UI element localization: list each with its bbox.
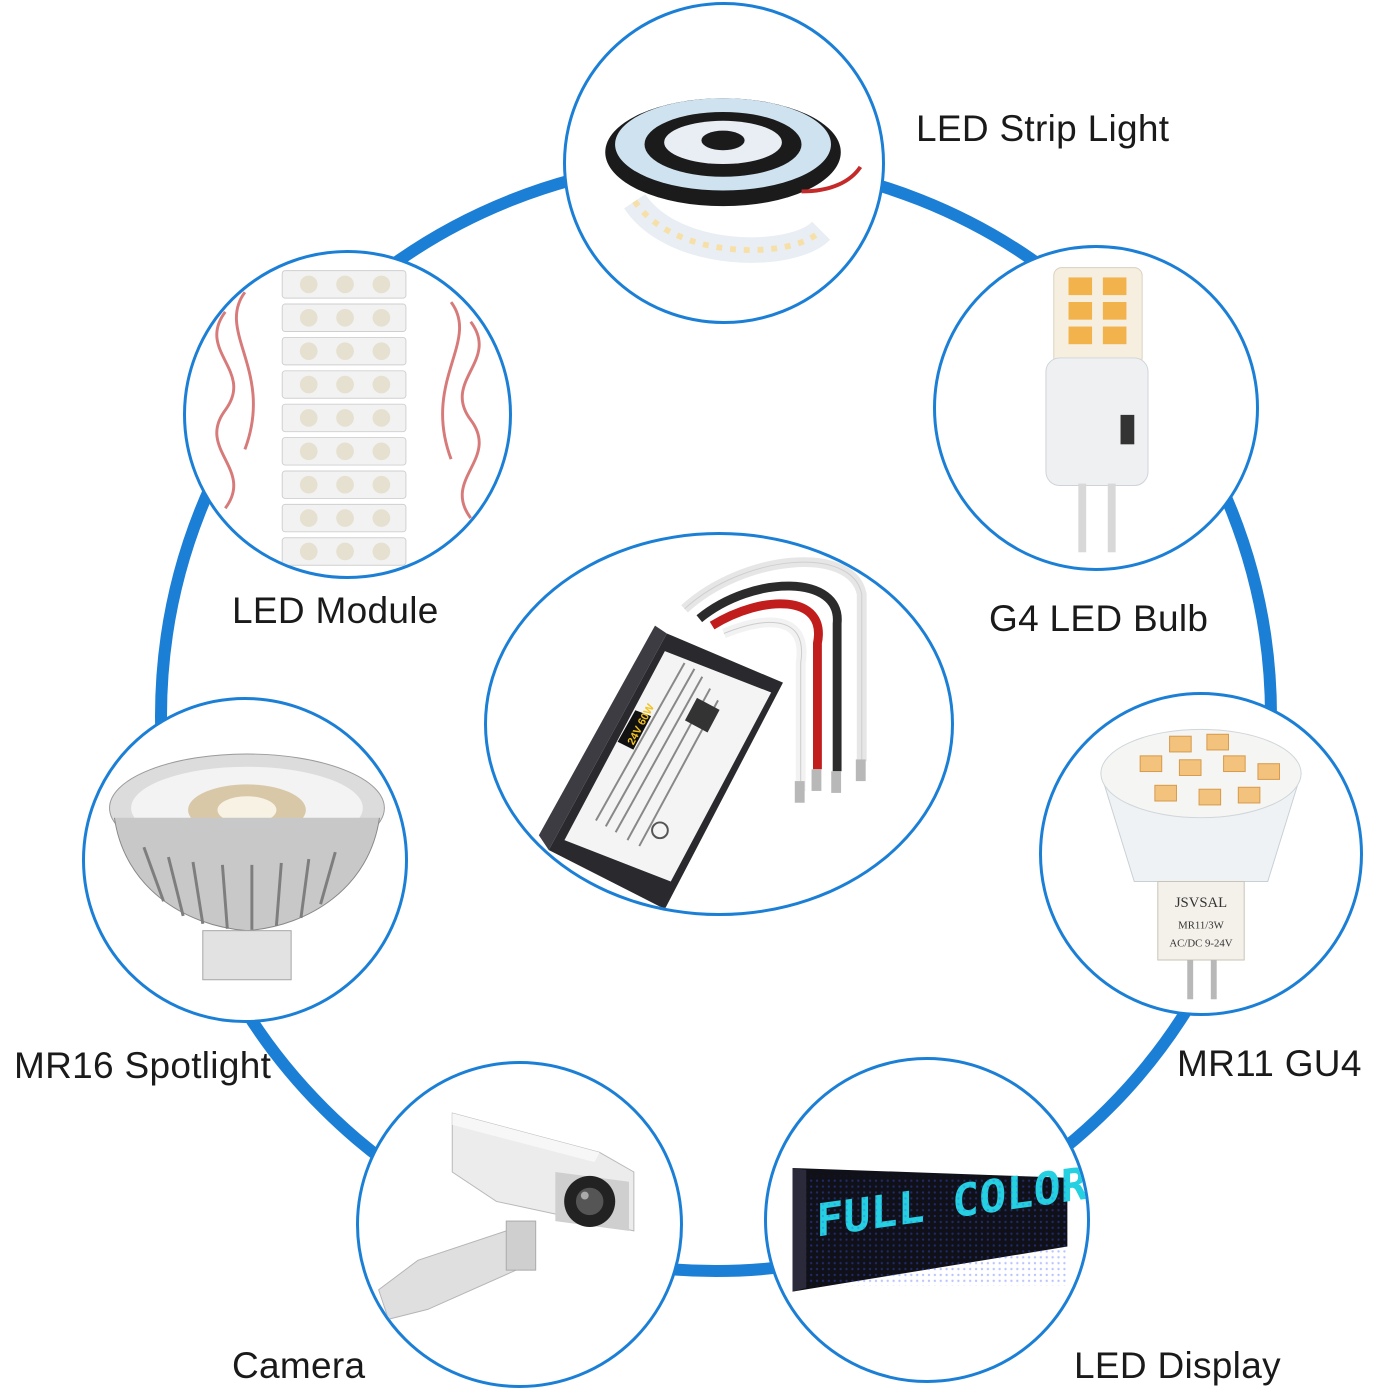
g4-bulb-icon (1045, 267, 1149, 553)
mr11-voltage-text: AC/DC 9-24V (1169, 937, 1232, 949)
mr11-bulb-icon: JSVSAL MR11/3W AC/DC 9-24V (1100, 728, 1302, 1000)
led-module-circle (183, 250, 512, 579)
led-module-chain-icon (215, 270, 481, 566)
mr11-brand-text: JSVSAL (1175, 895, 1227, 911)
led-display-label: LED Display (1074, 1345, 1281, 1386)
led-strip-reel-icon (605, 98, 863, 263)
led-strip-light-circle (563, 2, 885, 324)
g4-led-bulb-circle (933, 245, 1259, 571)
led-strip-light-label: LED Strip Light (916, 108, 1170, 149)
led-module-label: LED Module (232, 590, 439, 631)
g4-led-bulb-label: G4 LED Bulb (989, 598, 1209, 639)
camera-label: Camera (232, 1345, 366, 1386)
led-sign-icon: FULL COLOR (792, 1157, 1087, 1292)
security-camera-icon (378, 1112, 635, 1320)
camera-circle (356, 1061, 683, 1388)
mr16-spotlight-circle (82, 697, 408, 1023)
mr16-spotlight-icon (109, 753, 385, 981)
mr16-spotlight-label: MR16 Spotlight (14, 1045, 272, 1086)
led-driver-icon: 24V 60W (538, 557, 867, 910)
led-display-circle: FULL COLOR (764, 1057, 1090, 1383)
center-driver-circle: 24V 60W (484, 532, 954, 916)
mr11-gu4-label: MR11 GU4 (1177, 1043, 1362, 1084)
mr11-gu4-circle: JSVSAL MR11/3W AC/DC 9-24V (1039, 692, 1363, 1016)
mr11-model-text: MR11/3W (1178, 920, 1225, 932)
